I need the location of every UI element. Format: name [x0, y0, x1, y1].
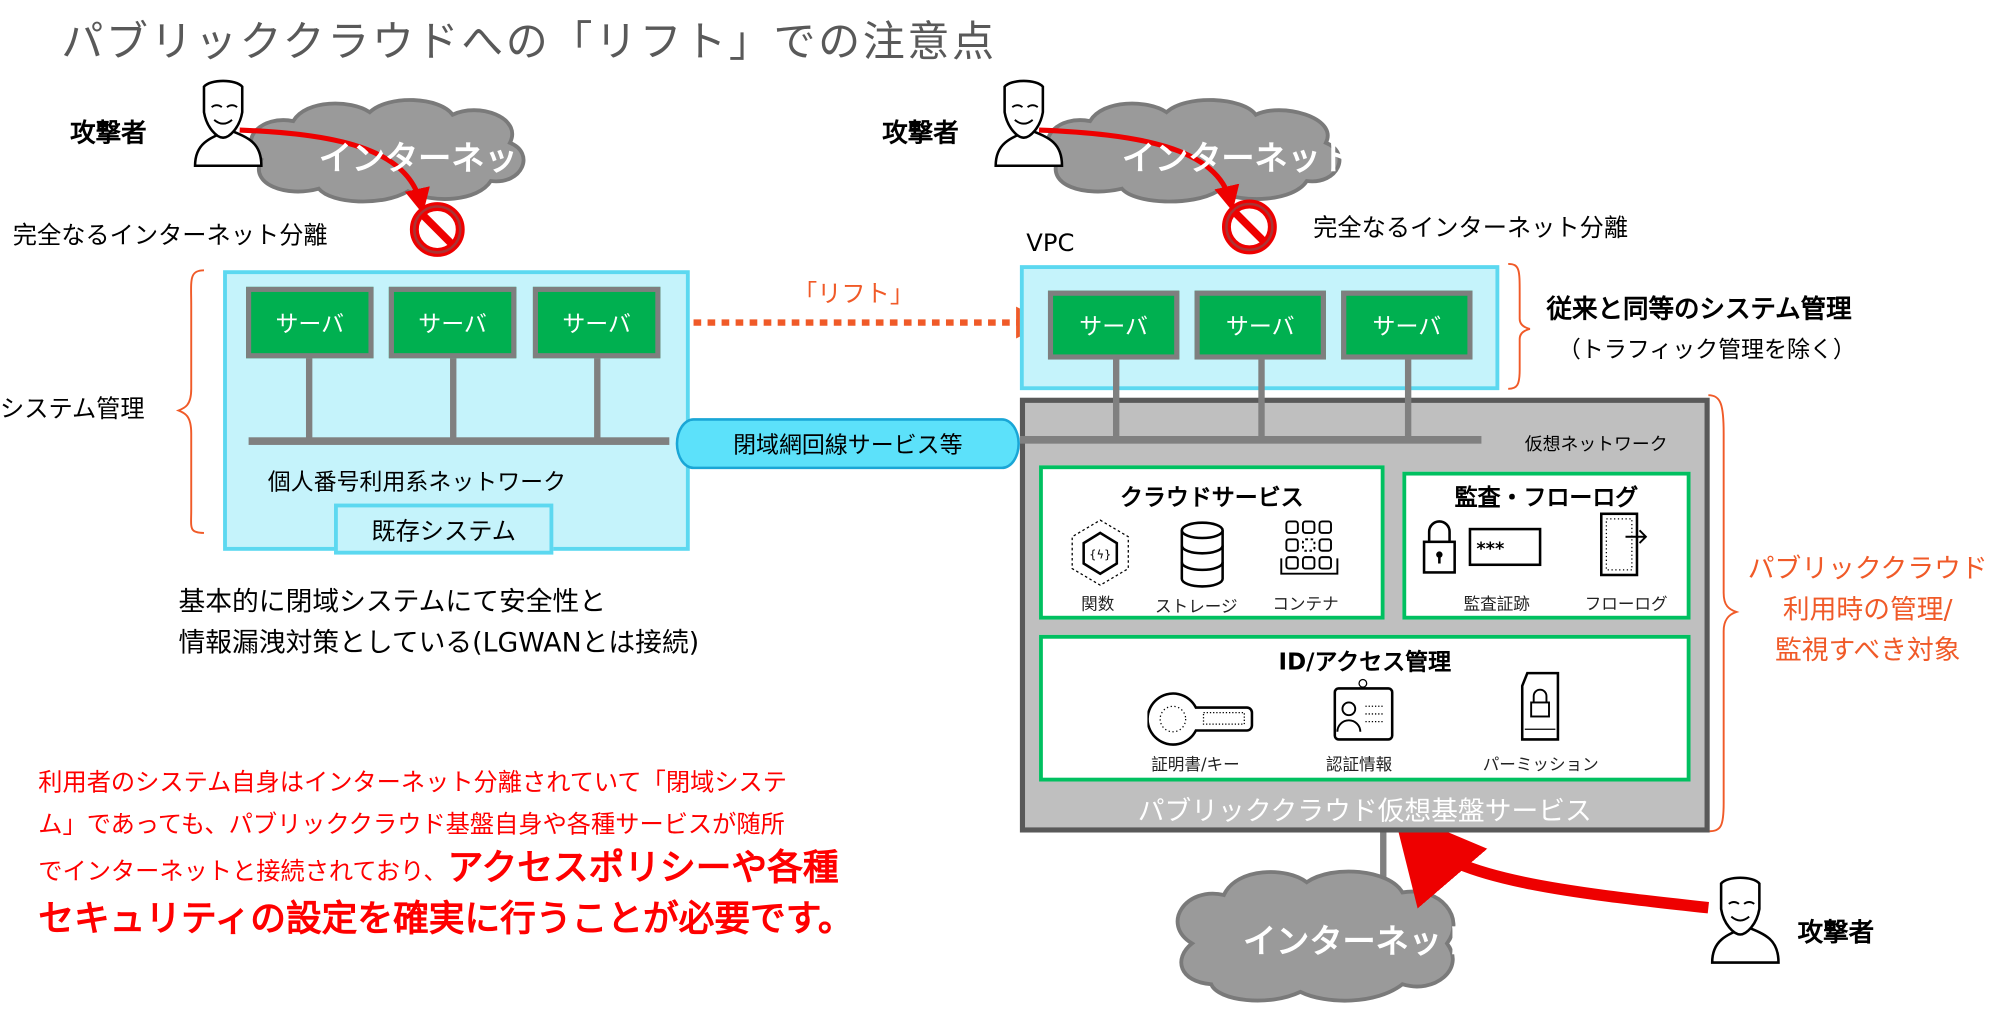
server-right-2: サーバ — [1194, 290, 1326, 360]
link-line — [594, 358, 601, 440]
network-bus — [248, 437, 670, 445]
note-line-2: 情報漏洩対策としている(LGWANとは接続) — [178, 627, 700, 658]
server-left-3: サーバ — [532, 286, 661, 359]
credential-label: 認証情報 — [1325, 756, 1393, 776]
isolation-label-left: 完全なるインターネット分離 — [12, 221, 328, 250]
flowlog-label: フローログ — [1584, 595, 1668, 615]
audit-trail-icon: *** — [1422, 520, 1542, 574]
warning-emphasis-2: セキュリティの設定を確実に行うことが必要です。 — [38, 897, 854, 940]
function-label: 関数 — [1081, 595, 1115, 615]
warning-line-1: 利用者のシステム自身はインターネット分離されていて「閉域システ — [38, 768, 787, 797]
server-left-1: サーバ — [246, 286, 374, 359]
storage-icon — [1180, 521, 1224, 588]
permission-icon — [1520, 671, 1560, 741]
cloud-services-box: クラウドサービス {ϟ} 関数 ストレージ コンテナ — [1039, 465, 1385, 620]
container-label: コンテナ — [1272, 595, 1339, 615]
isolation-label-right: 完全なるインターネット分離 — [1313, 214, 1629, 243]
attacker-icon-bottom — [1710, 876, 1780, 964]
page-title: パブリッククラウドへの「リフト」での注意点 — [61, 16, 997, 67]
closed-network-pipe: 閉域網回線サービス等 — [675, 418, 1020, 470]
attacker-label-left: 攻撃者 — [70, 117, 147, 148]
attack-arrow-bottom — [1392, 808, 1709, 914]
server-right-3: サーバ — [1341, 290, 1473, 360]
attack-arrow-right — [1038, 127, 1240, 212]
warning-line-2: ム」であっても、パブリッククラウド基盤自身や各種サービスが随所 — [38, 810, 785, 839]
brace-left — [175, 269, 205, 534]
brace-scope — [1708, 394, 1740, 833]
permission-label: パーミッション — [1482, 756, 1599, 776]
warning-emphasis-1: アクセスポリシーや各種 — [447, 846, 839, 889]
platform-label: パブリッククラウド仮想基盤サービス — [1137, 795, 1592, 827]
container-icon — [1280, 520, 1339, 575]
storage-label: ストレージ — [1155, 597, 1238, 618]
attacker-icon-right — [994, 79, 1064, 168]
scope-line-3: 監視すべき対象 — [1774, 634, 1961, 666]
prohibited-icon-left — [409, 202, 465, 257]
warning-line-3: でインターネットと接続されており、 — [38, 858, 448, 887]
brace-vpc — [1508, 262, 1531, 390]
lift-label: 「リフト」 — [792, 280, 915, 309]
cloud-icon-bottom — [1175, 869, 1456, 1003]
scope-line-1: パブリッククラウド — [1747, 553, 1988, 584]
svg-text:{ϟ}: {ϟ} — [1089, 547, 1111, 561]
function-icon: {ϟ} — [1071, 519, 1129, 586]
link-line — [1258, 359, 1265, 440]
link-line — [450, 358, 457, 440]
attacker-label-right: 攻撃者 — [882, 117, 959, 148]
iam-title: ID/アクセス管理 — [1278, 648, 1452, 676]
internet-label-right: インターネット — [1121, 140, 1354, 179]
scope-label: パブリッククラウド 利用時の管理/ 監視すべき対象 — [1736, 548, 1999, 670]
virtual-network-label: 仮想ネットワーク — [1524, 434, 1668, 456]
iam-box: ID/アクセス管理 証明書/キー 認証情報 パーミッション — [1039, 634, 1691, 782]
cloud-icon-left — [249, 98, 526, 204]
server-right-1: サーバ — [1047, 290, 1180, 360]
audit-title: 監査・フローログ — [1454, 484, 1639, 512]
existing-system-box: 既存システム — [334, 503, 554, 555]
attacker-icon-left — [193, 79, 263, 168]
key-icon — [1147, 692, 1254, 746]
cloud-icon-right — [1045, 98, 1342, 204]
scope-line-2: 利用時の管理/ — [1782, 594, 1953, 625]
attacker-label-bottom: 攻撃者 — [1797, 916, 1875, 948]
certificate-key-label: 証明書/キー — [1151, 756, 1240, 776]
vpc-label: VPC — [1026, 229, 1075, 258]
attack-arrow-left — [239, 127, 430, 214]
same-mgmt-label: 従来と同等のシステム管理 — [1546, 293, 1852, 324]
note-line-1: 基本的に閉域システムにて安全性と — [178, 586, 607, 618]
link-line — [305, 358, 313, 440]
link-line — [1112, 359, 1120, 440]
same-mgmt-note: （トラフィック管理を除く） — [1557, 336, 1856, 364]
server-left-2: サーバ — [388, 286, 517, 359]
flowlog-icon — [1599, 512, 1648, 577]
system-mgmt-label: システム管理 — [0, 395, 145, 424]
audit-flowlog-box: 監査・フローログ *** 監査証跡 フローログ — [1402, 471, 1691, 620]
password-mask: *** — [1476, 539, 1504, 560]
prohibited-icon-right — [1221, 199, 1277, 255]
credential-icon — [1333, 678, 1394, 741]
warning-text: 利用者のシステム自身はインターネット分離されていて「閉域システ ム」であっても、… — [38, 762, 853, 944]
audit-trail-label: 監査証跡 — [1463, 595, 1530, 615]
virtual-network-bus — [1019, 436, 1482, 444]
cloud-services-title: クラウドサービス — [1119, 484, 1304, 512]
internet-label-bottom: インターネット — [1243, 923, 1476, 962]
link-line — [1404, 359, 1412, 440]
internet-label-left: インターネット — [318, 140, 551, 179]
network-label: 個人番号利用系ネットワーク — [267, 469, 567, 496]
